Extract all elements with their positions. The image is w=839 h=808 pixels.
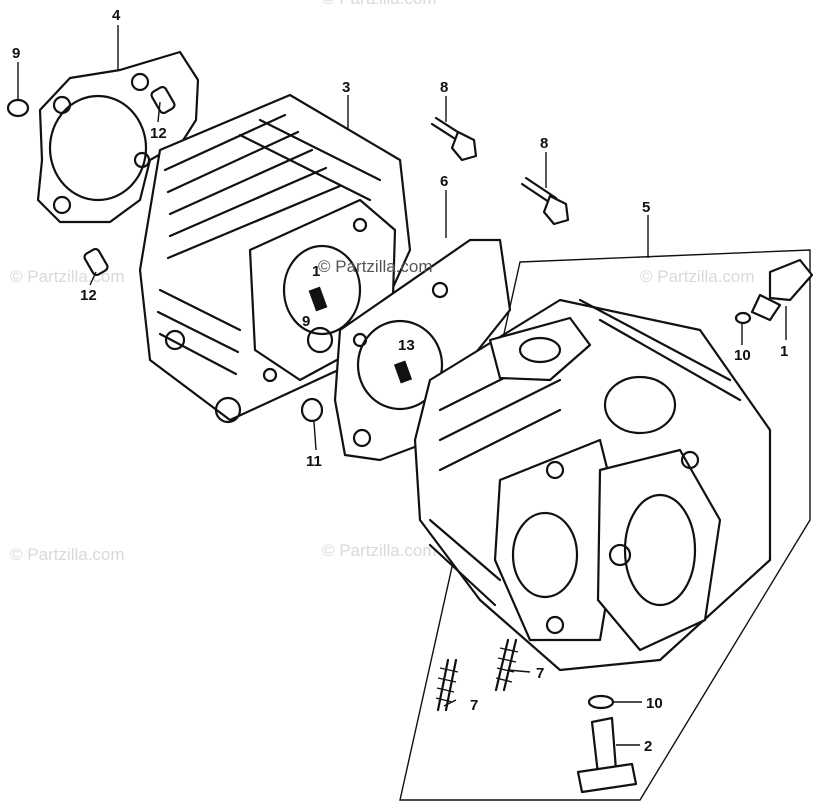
hex-bolt: [520, 176, 570, 226]
callout-part-13: 13: [398, 337, 415, 354]
cap-nut: [750, 258, 814, 322]
watermark: © Partzilla.com: [10, 545, 125, 564]
watermark: © Partzilla.com: [322, 541, 437, 560]
cylinder-head: [413, 298, 772, 672]
leader-lines: [17, 25, 787, 746]
callout-part-10: 10: [734, 347, 751, 364]
cylinder-head-group-outline: [399, 249, 811, 801]
hex-bolt: [430, 116, 478, 162]
dowel-pin: [150, 85, 176, 115]
callout-part-2: 2: [644, 738, 652, 755]
callout-part-8: 8: [440, 79, 448, 96]
callout-part-6: 6: [440, 173, 448, 190]
callout-part-7: 7: [536, 665, 544, 682]
dowel-pin: [83, 247, 109, 277]
o-ring: [300, 397, 324, 423]
stud-bolt: [435, 658, 459, 712]
callout-part-12: 12: [150, 125, 167, 142]
callout-part-8: 8: [540, 135, 548, 152]
callout-part-7: 7: [470, 697, 478, 714]
callout-part-1: 1: [780, 343, 788, 360]
washer: [734, 311, 752, 325]
callout-part-9: 9: [302, 313, 310, 330]
callout-part-12: 12: [80, 287, 97, 304]
flange-bolt: [576, 716, 638, 794]
watermark-layer: © Partzilla.com © Partzilla.com © Partzi…: [10, 0, 755, 564]
callout-part-11: 11: [306, 453, 322, 470]
stud-bolt: [494, 638, 519, 692]
washer: [587, 694, 615, 710]
callout-part-9: 9: [12, 45, 20, 62]
watermark: © Partzilla.com: [322, 0, 437, 8]
callout-part-1: 1: [312, 263, 320, 280]
callout-part-5: 5: [642, 199, 650, 216]
callout-part-4: 4: [112, 7, 121, 24]
callout-part-3: 3: [342, 79, 350, 96]
callout-part-10: 10: [646, 695, 663, 712]
callout-labels: 4 9 12 12 3 8 8 6 5 1 10 1 9 13 11 7 7 1…: [12, 7, 788, 755]
o-ring: [6, 98, 30, 118]
watermark-center: © Partzilla.com: [318, 257, 433, 276]
watermark: © Partzilla.com: [640, 267, 755, 286]
